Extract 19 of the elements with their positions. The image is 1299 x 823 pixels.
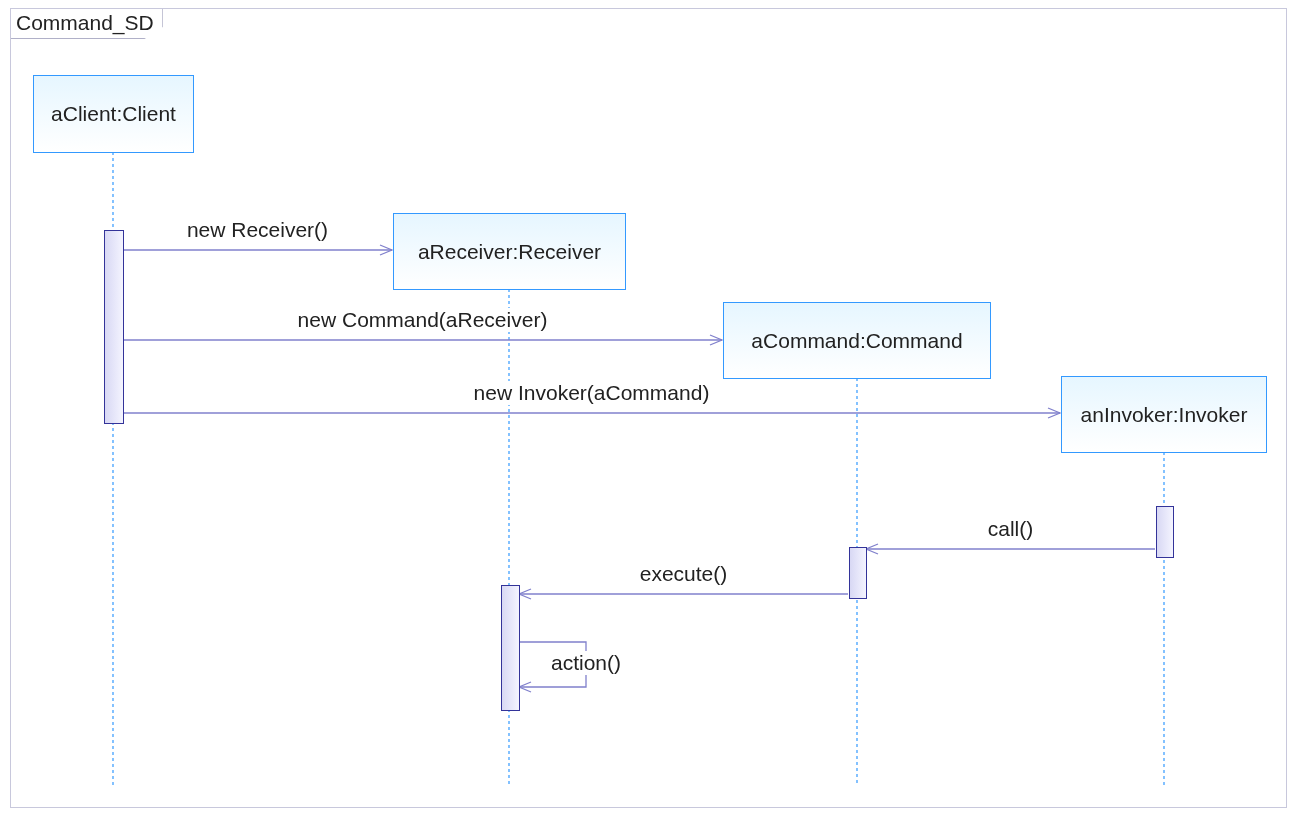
message-label: new Invoker(aCommand) [471, 381, 712, 405]
message-arrow [122, 334, 723, 346]
sequence-frame [10, 8, 1287, 808]
lifeline-head: anInvoker:Invoker [1061, 376, 1267, 453]
message-arrow [865, 543, 1156, 555]
self-message-arrow [518, 641, 587, 693]
message-arrow [122, 244, 393, 256]
activation-bar [1156, 506, 1174, 558]
frame-label: Command_SD [11, 9, 163, 39]
message-arrow [122, 407, 1061, 419]
message-label: new Command(aReceiver) [295, 308, 550, 332]
message-arrow [518, 588, 849, 600]
activation-bar [849, 547, 867, 599]
lifeline-head: aCommand:Command [723, 302, 991, 379]
activation-bar [104, 230, 124, 424]
lifeline-head: aClient:Client [33, 75, 194, 153]
lifeline-head: aReceiver:Receiver [393, 213, 626, 290]
message-label: action() [549, 651, 623, 675]
activation-bar [501, 585, 520, 711]
